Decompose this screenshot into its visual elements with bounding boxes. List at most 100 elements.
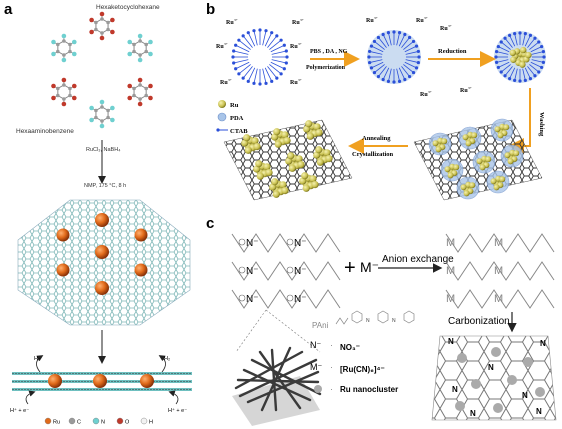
hexaketocyclohexane-label: Hexaketocyclohexane [96, 4, 160, 11]
legend-pda: PDA [230, 115, 244, 122]
ctab-head [392, 80, 396, 84]
legend-ru-nanocluster: Ru nanocluster [340, 385, 398, 394]
ctab-head [270, 79, 274, 83]
positive-charge [286, 266, 294, 274]
ctab-head [270, 31, 274, 35]
ctab-head [540, 65, 544, 70]
ctab-head [507, 77, 512, 81]
ru-particle [56, 228, 70, 242]
ctab-head [232, 49, 236, 53]
svg-text:N: N [392, 318, 396, 324]
n-dopant: N [452, 385, 458, 394]
atom-legend-icon [116, 417, 124, 425]
ru-cluster [313, 146, 333, 166]
ru-ion: Ru [420, 92, 428, 98]
ctab-head [528, 33, 533, 37]
ctab-head [414, 44, 419, 48]
ctab-head [376, 35, 381, 40]
ctab-head [403, 32, 407, 37]
ctab-head [397, 79, 402, 83]
m-anion: M [446, 237, 455, 249]
ru-ion: Ru [216, 44, 224, 50]
n-anion: N⁻ [294, 266, 307, 277]
ctab-head [541, 60, 545, 64]
ctab-head [234, 67, 238, 71]
proton-left-label: H⁺ + e⁻ [10, 407, 29, 414]
ctab-head [495, 60, 499, 64]
atom-legend-icon [92, 417, 100, 425]
ru-cluster [271, 128, 291, 148]
ru-cluster [241, 134, 261, 154]
ctab-head [368, 60, 372, 65]
ru-nanoclusters [455, 347, 545, 413]
m-anion: M [446, 293, 455, 305]
ctab-head [246, 79, 250, 83]
pda-coated-micelle [367, 30, 421, 84]
ctab-head [523, 78, 527, 82]
ru-cluster [303, 120, 323, 140]
ru-nanoparticles [56, 213, 148, 295]
molecule-ring [51, 11, 153, 129]
ctab-head [528, 77, 533, 81]
m-anion: M [494, 265, 503, 277]
n-anion: N⁻ [294, 294, 307, 305]
legend-key-n: N⁻ [310, 340, 321, 350]
ru-ion: Ru [226, 20, 234, 26]
ru-ion-charge: 3+ [424, 16, 428, 20]
panel-c-legend: PAni N N N⁻ · NO₃⁻ M⁻ · [Ru(CN)₆]⁴⁻ · Ru… [310, 310, 415, 394]
ctab-head [275, 34, 279, 38]
ctab-head [386, 31, 391, 35]
ru-ion-charge: 3+ [228, 78, 232, 82]
ctab-head [231, 55, 235, 59]
hexaaminobenzene-label: Hexaaminobenzene [16, 128, 74, 135]
ctab-head [241, 76, 245, 80]
ctab-head [411, 39, 416, 44]
ctab-head [494, 55, 498, 59]
m-anion: M [494, 293, 503, 305]
ru-cluster [253, 160, 273, 180]
ctab-head [503, 74, 507, 78]
ctab-head [533, 36, 537, 40]
ru-nanocluster [493, 403, 503, 413]
polymer-chains-n [231, 233, 341, 309]
conditions-label: NMP, 175 °C, 8 h [84, 183, 126, 189]
ctab-head [403, 77, 407, 82]
ctab-head [495, 50, 499, 54]
ru-nanocluster [507, 375, 517, 385]
ctab-head [416, 49, 420, 54]
ctab-head [275, 76, 279, 80]
ctab-head [369, 66, 374, 70]
ctab-head [503, 36, 507, 40]
step4-line1: Annealing [362, 135, 391, 142]
n-dopant: N [522, 391, 528, 400]
n-dopant: N [448, 337, 454, 346]
positive-charge [238, 238, 246, 246]
positive-charge [238, 266, 246, 274]
pda-legend-icon [217, 112, 227, 122]
ctab-head [533, 74, 537, 78]
pani-label: PAni [312, 321, 329, 330]
pda-coated-cluster [428, 132, 452, 156]
panel-b-label: b [206, 1, 215, 18]
ru-ion-charge: 3+ [468, 86, 472, 90]
proton-right-label: H⁺ + e⁻ [168, 407, 187, 414]
ctab-head [523, 32, 527, 36]
carbonization-label: Carbonization [448, 316, 510, 327]
n-dopant: N [536, 407, 542, 416]
ru-ion-charge: 3+ [234, 18, 238, 22]
ru-nanocluster [523, 357, 533, 367]
panel-c-label: c [206, 215, 214, 232]
h2-right-label: H₂ [164, 356, 170, 362]
ru-ion: Ru [460, 88, 468, 94]
ru-cluster [285, 152, 305, 172]
n-dopant: N [488, 363, 494, 372]
ru-cluster [269, 178, 289, 198]
ru-ion-charge: 3+ [298, 42, 302, 46]
ctab-micelle [231, 28, 289, 86]
ru-particle [95, 281, 109, 295]
h2-left-arrow [36, 355, 44, 373]
legend-ru-cyanide: [Ru(CN)₆]⁴⁻ [340, 365, 385, 374]
ctab-head [234, 43, 238, 47]
ru-ion: Ru [290, 44, 298, 50]
